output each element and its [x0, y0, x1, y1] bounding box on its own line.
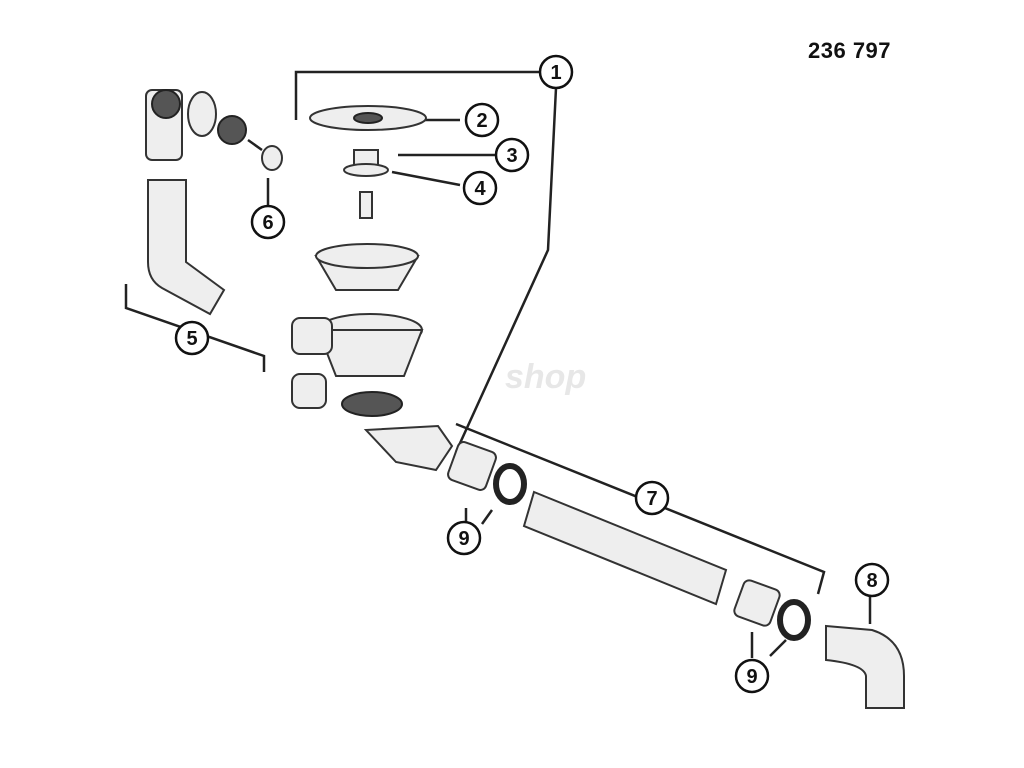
- seal-ring-2: [777, 599, 811, 641]
- pipe-nut-2: [733, 579, 781, 627]
- seal-ring-1: [493, 463, 527, 505]
- callout-8: 8: [854, 562, 890, 598]
- waste-body: [291, 313, 454, 472]
- callout-4-label: 4: [474, 178, 486, 200]
- strainer-parts: [309, 105, 427, 291]
- overflow-head-screw: [151, 89, 181, 119]
- part-number: 236 797: [808, 38, 892, 63]
- callout-1-label: 1: [550, 62, 561, 84]
- callout-1: 1: [538, 54, 574, 90]
- callout-5: 5: [174, 320, 210, 356]
- inlet-nut: [291, 373, 327, 409]
- drain-pipe: [522, 490, 728, 606]
- strainer-washer: [343, 163, 389, 177]
- callout-9-upper-label: 9: [458, 528, 469, 550]
- callout-6-label: 6: [262, 212, 273, 234]
- callout-5-label: 5: [186, 328, 197, 350]
- callout-2-label: 2: [476, 110, 487, 132]
- callout-7: 7: [634, 480, 670, 516]
- pipe-nut-1: [447, 441, 497, 491]
- overflow-inlet: [291, 317, 333, 355]
- callout-3: 3: [494, 137, 530, 173]
- strainer-screw: [359, 191, 373, 219]
- body-nut: [341, 391, 403, 417]
- callout-8-label: 8: [866, 570, 877, 592]
- callout-4: 4: [462, 170, 498, 206]
- overflow-cap: [261, 145, 283, 171]
- overflow-hose: [147, 179, 226, 316]
- callout-6: 6: [250, 204, 286, 240]
- callout-7-label: 7: [646, 488, 657, 510]
- callout-9-lower-label: 9: [746, 666, 757, 688]
- pipe-assembly: [447, 441, 905, 709]
- callout-3-label: 3: [506, 145, 517, 167]
- callout-2: 2: [464, 102, 500, 138]
- callout-9-upper: 9: [446, 520, 482, 556]
- overflow-nut: [217, 115, 247, 145]
- overflow-gasket: [187, 91, 217, 137]
- watermark: shop: [505, 358, 587, 396]
- elbow-connector: [825, 624, 905, 709]
- outlet-spigot: [363, 424, 454, 472]
- callout-9-lower: 9: [734, 658, 770, 694]
- overflow-assembly: [145, 89, 283, 316]
- waste-bowl: [316, 329, 424, 377]
